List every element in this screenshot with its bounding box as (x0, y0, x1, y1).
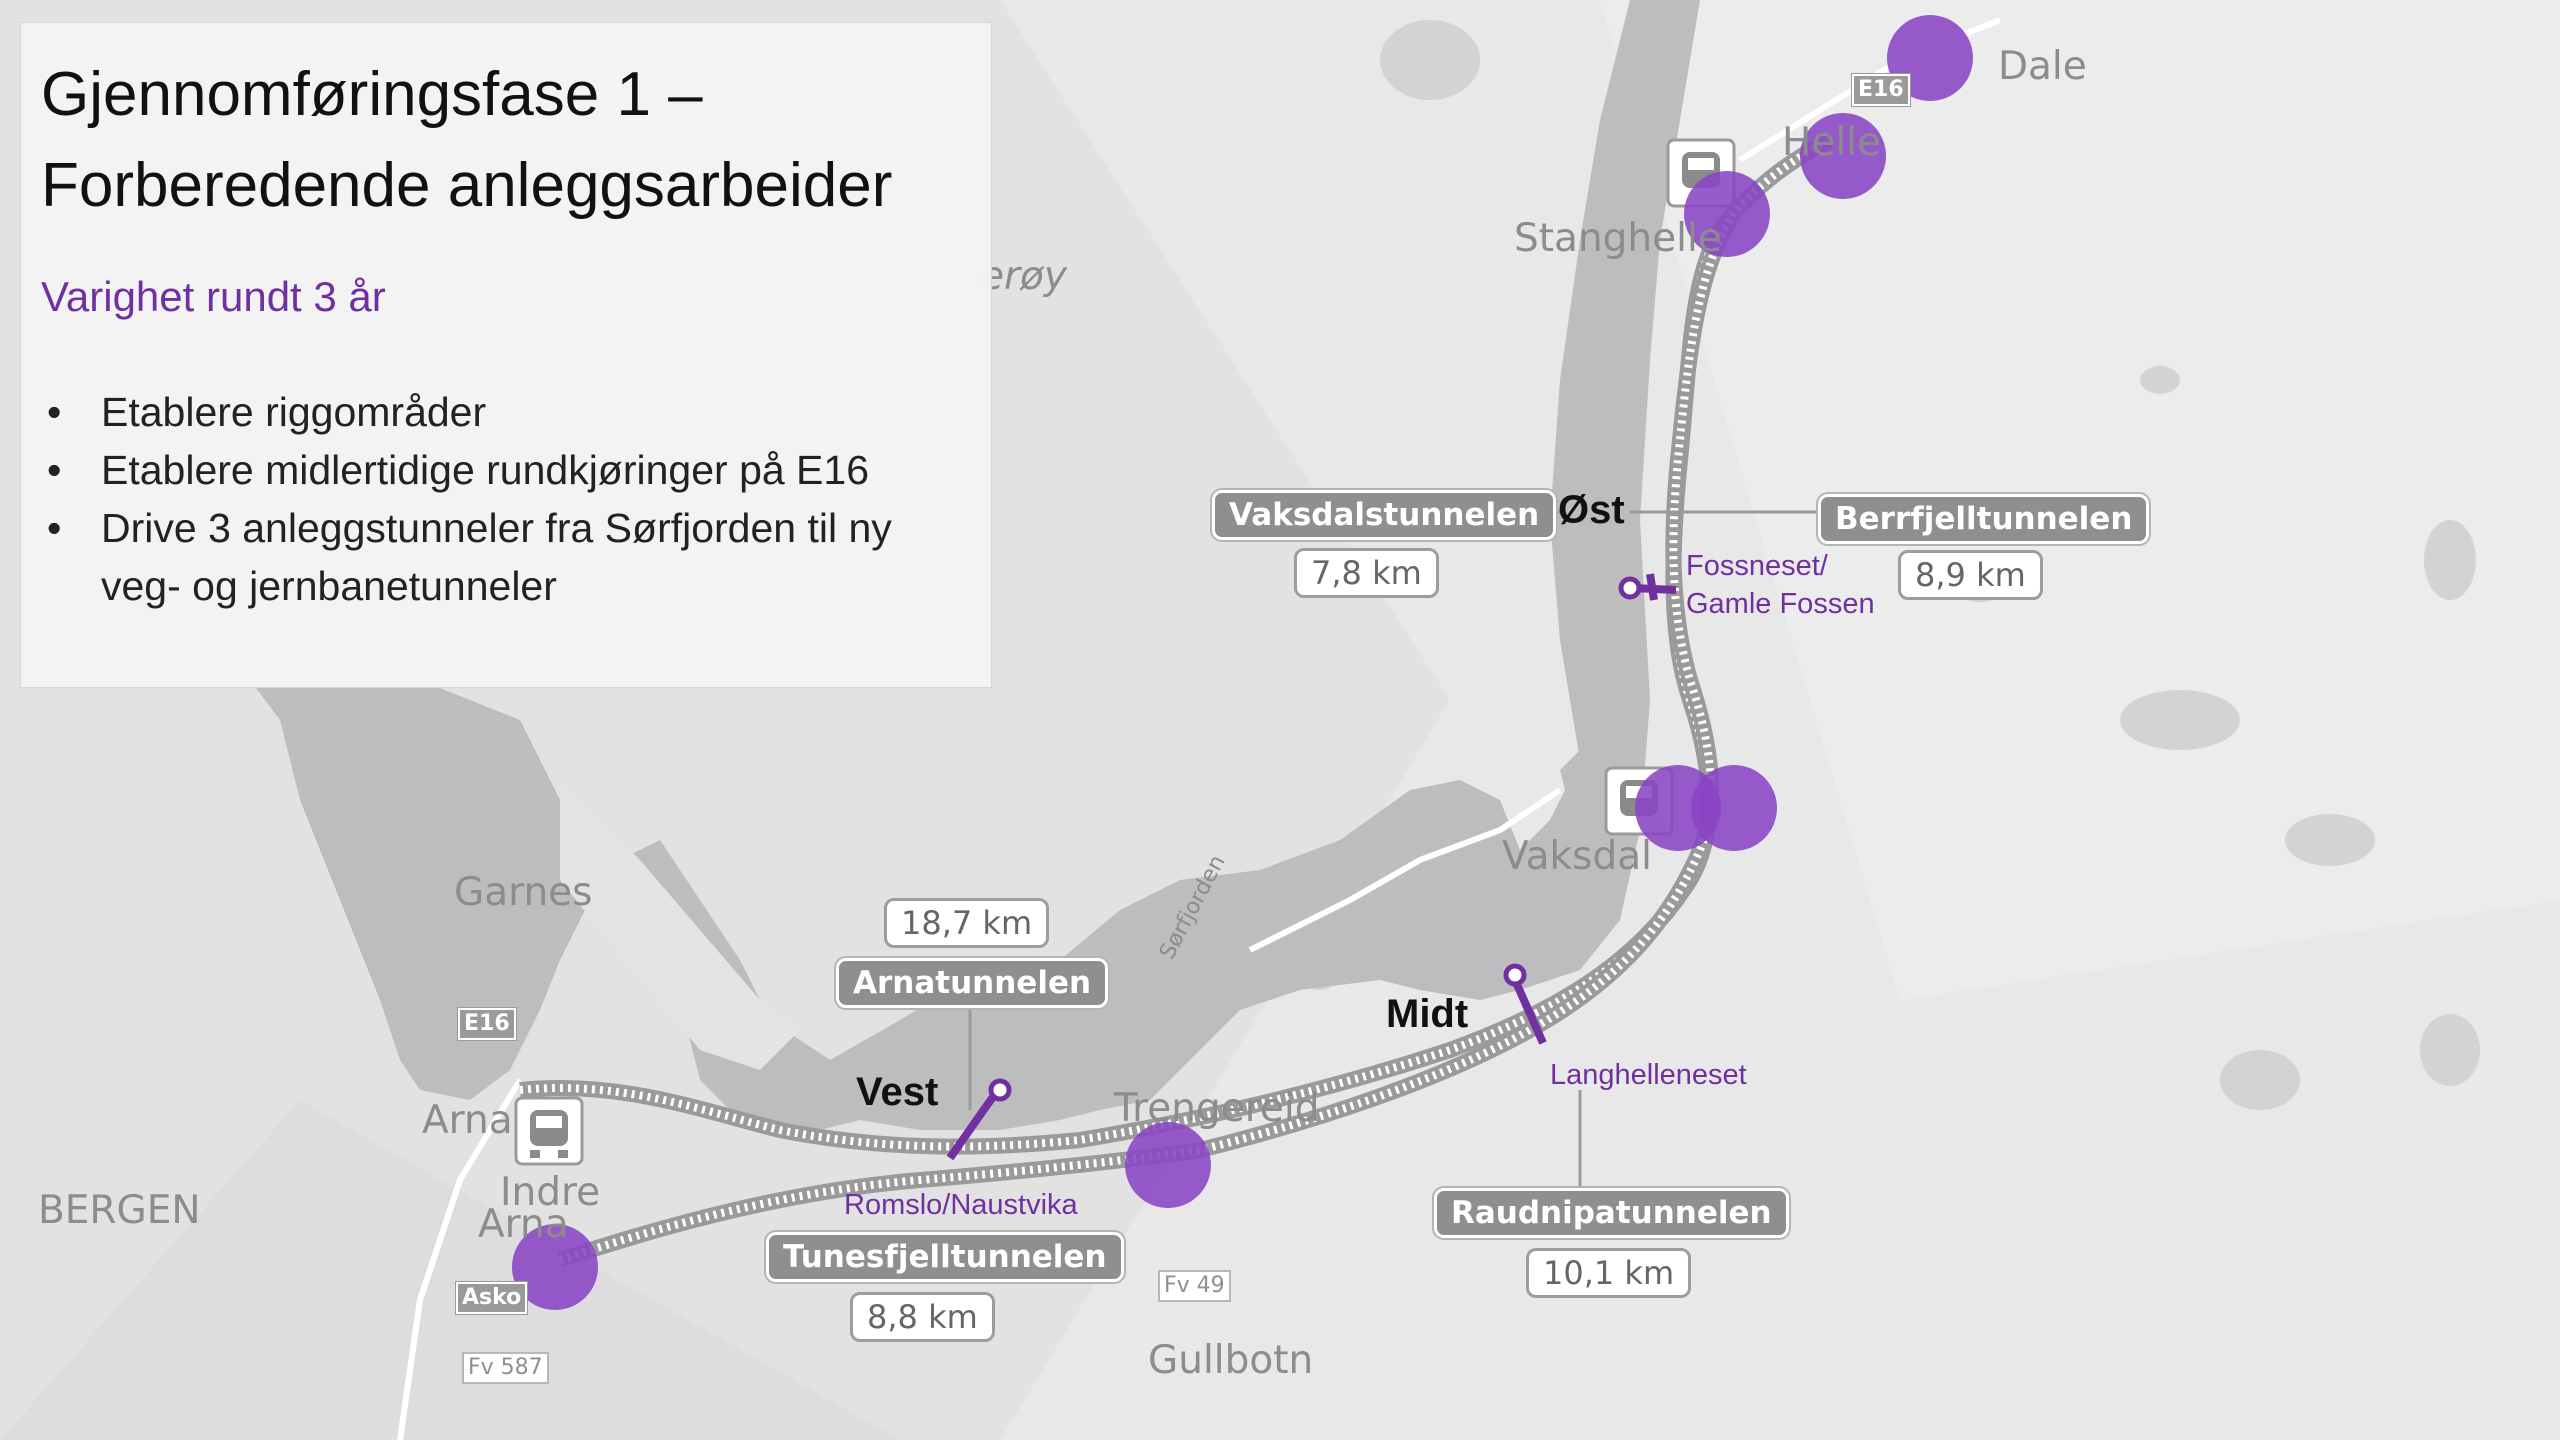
place-label-dale: Dale (1998, 44, 2087, 89)
bullet-icon: • (47, 447, 62, 493)
bullet-icon: • (47, 389, 62, 435)
place-label-indre-arna-1: Indre (500, 1170, 601, 1215)
tunnel-name-raudnipatunnelen: Raudnipatunnelen (1434, 1188, 1789, 1238)
tunnel-length-arnatunnelen: 18,7 km (884, 898, 1050, 948)
tunnel-portal-icons (946, 573, 1677, 1161)
rig-area-marker (1800, 113, 1886, 199)
list-item: • Etablere riggområder (41, 383, 981, 441)
tunnel-portal-icon (1618, 576, 1642, 600)
phase-label-vest: Vest (856, 1070, 939, 1114)
place-label-arna: Arna (422, 1098, 513, 1143)
place-label-vaksdal: Vaksdal (1502, 834, 1652, 879)
phase-label-midt: Midt (1386, 992, 1469, 1036)
road-sign-e16: E16 (458, 1008, 516, 1040)
info-panel: Gjennomføringsfase 1 – Forberedende anle… (20, 22, 992, 688)
list-item: • Etablere midlertidige rundkjøringer på … (41, 441, 981, 499)
place-label-osteroy: erøy (980, 254, 1067, 299)
task-list: • Etablere riggområder • Etablere midlerti… (41, 383, 981, 615)
bullet-icon: • (47, 505, 62, 551)
road-sign-fv587: Fv 587 (462, 1352, 549, 1384)
site-label-langhelleneset: Langhelleneset (1550, 1059, 1747, 1091)
tunnel-name-berrfjelltunnelen: Berrfjelltunnelen (1818, 494, 2150, 544)
site-label-fossneset: Fossneset/ (1686, 550, 1828, 582)
list-item: • Drive 3 anleggstunneler fra Sørfjorden … (41, 499, 981, 615)
tunnel-length-tunesfjelltunnelen: 8,8 km (850, 1292, 995, 1342)
site-label-gamle-fossen: Gamle Fossen (1686, 588, 1875, 620)
page-title: Gjennomføringsfase 1 – Forberedende anle… (41, 60, 893, 220)
tunnel-length-raudnipatunnelen: 10,1 km (1526, 1248, 1692, 1298)
duration-subtitle: Varighet rundt 3 år (41, 273, 386, 320)
tunnel-portal-icon (988, 1078, 1012, 1102)
tunnel-length-vaksdalstunnelen: 7,8 km (1294, 548, 1439, 598)
site-label-romslo-naustvika: Romslo/Naustvika (844, 1189, 1078, 1221)
tunnel-name-tunesfjelltunnelen: Tunesfjelltunnelen (766, 1232, 1124, 1282)
list-item-text: Etablere riggområder (101, 389, 487, 435)
place-label-helle: Helle (1782, 120, 1881, 165)
place-label-stanghelle: Stanghelle (1514, 216, 1722, 261)
tunnel-name-vaksdalstunnelen: Vaksdalstunnelen (1212, 490, 1557, 540)
tunnel-length-berrfjelltunnelen: 8,9 km (1898, 550, 2043, 600)
rig-area-markers (512, 15, 1973, 1310)
road-sign-e16: E16 (1852, 74, 1910, 106)
list-item-text: Drive 3 anleggstunneler fra Sørfjorden t… (101, 505, 892, 609)
phase-label-ost: Øst (1558, 488, 1625, 532)
railway-tunnel-line (519, 132, 1834, 1268)
place-label-trengereid: Trengereid (1114, 1086, 1320, 1131)
tunnel-portal-icon (946, 1105, 989, 1161)
tunnel-name-arnatunnelen: Arnatunnelen (836, 958, 1109, 1008)
train-station-icon (514, 1096, 584, 1166)
road-sign-fv49: Fv 49 (1158, 1270, 1231, 1302)
rig-area-marker (1684, 171, 1770, 257)
rig-area-marker (1691, 765, 1777, 851)
tunnel-portal-icon (1503, 963, 1527, 987)
road-sign-asko: Asko (456, 1282, 528, 1314)
rig-area-marker (512, 1224, 598, 1310)
place-label-bergen: BERGEN (38, 1188, 201, 1233)
place-label-garnes: Garnes (454, 870, 593, 915)
place-label-indre-arna-2: Arna (478, 1202, 569, 1247)
list-item-text: Etablere midlertidige rundkjøringer på E… (101, 447, 870, 493)
place-label-gullbotn: Gullbotn (1148, 1338, 1314, 1383)
rig-area-marker (1125, 1122, 1211, 1208)
